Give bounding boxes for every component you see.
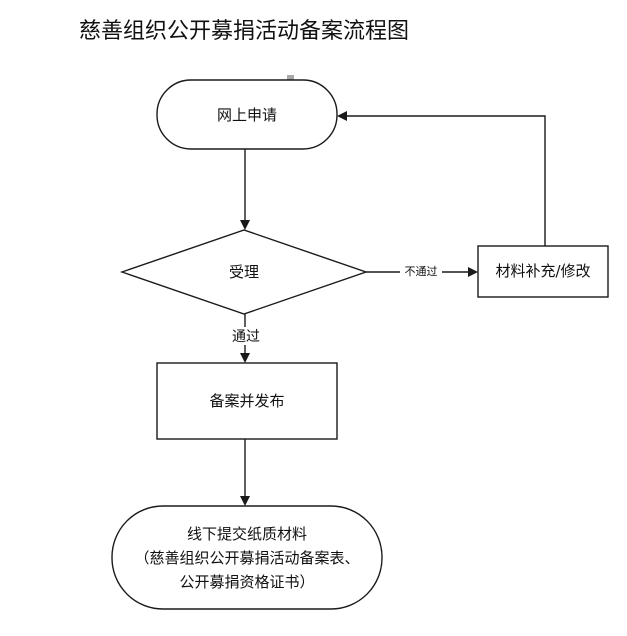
node-review-label: 受理 (229, 263, 259, 281)
edge-record-to-submit-arrow (240, 496, 250, 506)
node-record-publish-shape (156, 362, 338, 440)
edge-review-to-supplement: 不通过 (366, 263, 478, 279)
edge-pass-label-bg (226, 327, 266, 345)
node-submit-paper-line1: 线下提交纸质材料 (187, 525, 307, 543)
edge-review-to-record-arrow (240, 353, 250, 363)
edge-apply-to-review (240, 149, 250, 230)
node-record-publish-label: 备案并发布 (209, 392, 284, 410)
edge-supplement-to-apply (337, 111, 546, 246)
edge-supplement-to-apply-line (346, 115, 546, 246)
edge-reject-label: 不通过 (405, 265, 438, 278)
edge-record-to-submit (240, 439, 250, 506)
node-submit-paper: 线下提交纸质材料 （慈善组织公开募捐活动备案表、 公开募捐资格证书） (111, 505, 383, 610)
edge-review-to-supplement-arrow (468, 267, 478, 277)
edge-apply-to-review-arrow (240, 220, 250, 230)
node-supplement-shape (477, 245, 609, 298)
edge-pass-label: 通过 (232, 329, 260, 345)
node-online-apply-label: 网上申请 (217, 106, 277, 124)
node-submit-paper-shape (111, 505, 383, 610)
node-record-publish: 备案并发布 (156, 362, 338, 440)
node-online-apply-shape (156, 79, 338, 150)
edge-reject-label-bg (400, 263, 442, 279)
node-submit-paper-line2: （慈善组织公开募捐活动备案表、 (134, 549, 359, 567)
diagram-title: 慈善组织公开募捐活动备案流程图 (79, 19, 409, 44)
selection-handle-marker (287, 75, 294, 82)
node-review: 受理 (119, 229, 369, 315)
edge-review-to-record: 通过 (226, 314, 266, 363)
edge-supplement-to-apply-arrow (337, 111, 347, 121)
node-supplement: 材料补充/修改 (477, 245, 609, 298)
node-supplement-label: 材料补充/修改 (495, 262, 590, 280)
node-online-apply: 网上申请 (156, 79, 338, 150)
node-submit-paper-line3: 公开募捐资格证书） (179, 573, 314, 591)
